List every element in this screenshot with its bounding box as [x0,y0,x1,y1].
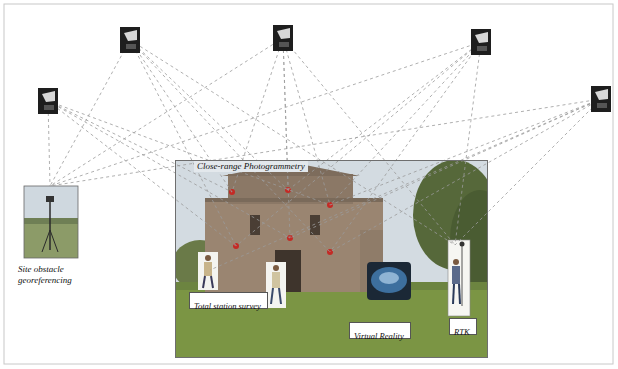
box-label: Total station survey [194,301,261,311]
photo-caption: Site obstacle georeferencing [18,184,86,286]
sight-lines [48,38,601,270]
church-photo [175,160,488,358]
photo-heading: Close-range Photogrammetry [194,161,308,172]
box-label: RTK [454,327,470,337]
figure-frame [4,4,613,364]
caption-text: Site obstacle georeferencing [18,264,86,286]
label-box: Virtual Reality [349,322,411,339]
label-box: RTK [449,318,477,335]
box-label: Virtual Reality [354,331,404,341]
site-photo [24,186,78,258]
label-box: Total station survey [189,292,268,309]
photo-frame: Close-range PhotogrammetryTotal station … [175,160,488,358]
camera-icons [38,25,611,114]
